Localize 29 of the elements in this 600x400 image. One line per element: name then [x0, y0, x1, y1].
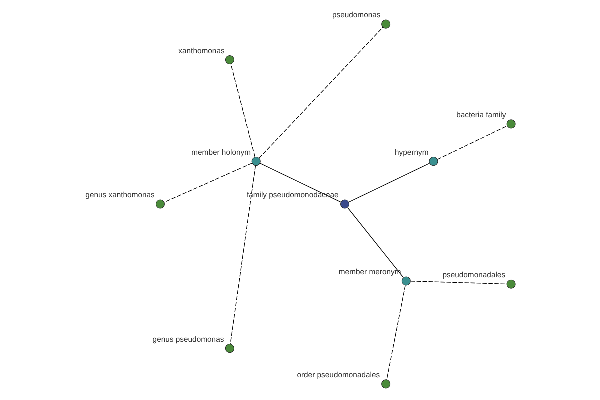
- node-circle: [382, 20, 391, 29]
- node-circle: [382, 380, 391, 389]
- node-circle: [506, 280, 516, 289]
- node-label: pseudomonas: [332, 10, 381, 20]
- connector: [164, 163, 253, 203]
- connector: [348, 208, 404, 278]
- connector: [437, 126, 508, 160]
- connector: [386, 285, 406, 380]
- node-circle: [402, 276, 411, 286]
- node-label: bacteria family: [456, 110, 506, 120]
- connector: [230, 64, 256, 158]
- node-label: genus pseudomonas: [152, 334, 224, 344]
- node-circle: [252, 157, 261, 166]
- node-label: genus xanthomonas: [86, 190, 155, 200]
- node-circle: [429, 157, 438, 166]
- node-label: xanthomonas: [178, 46, 225, 56]
- node-circle: [340, 200, 350, 209]
- node-label: member holonym: [192, 148, 252, 157]
- connector: [230, 165, 256, 344]
- node-circle: [156, 200, 165, 209]
- node-circle: [225, 55, 234, 64]
- node-circle: [225, 344, 234, 354]
- node-label: hypernym: [395, 148, 429, 157]
- node-circle: [506, 120, 516, 129]
- node-label: order pseudomonadales: [297, 370, 380, 380]
- connector: [348, 163, 430, 203]
- connector: [410, 281, 508, 285]
- node-label: pseudomonadales: [442, 270, 506, 280]
- connector: [258, 27, 384, 159]
